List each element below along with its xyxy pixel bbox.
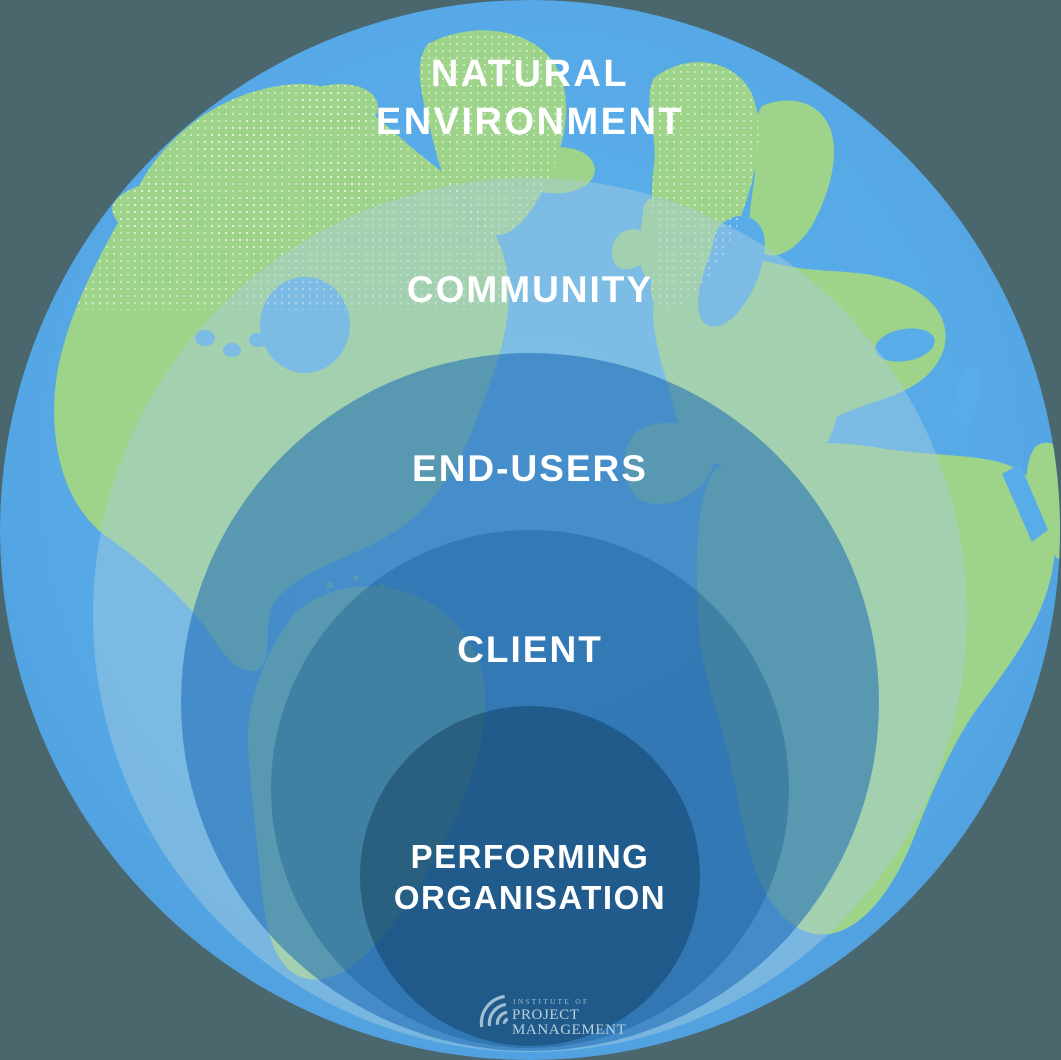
- label-performing-organisation-line2: ORGANISATION: [394, 879, 666, 916]
- label-natural-environment-line1: NATURAL: [431, 53, 629, 95]
- red-sea: [1002, 464, 1048, 542]
- logo-text-institute-of: INSTITUTE OF: [513, 997, 589, 1006]
- logo-text-project: PROJECT: [512, 1007, 580, 1023]
- continent-arabia: [1026, 442, 1060, 560]
- great-lake: [274, 350, 290, 362]
- label-end-users: END-USERS: [412, 448, 648, 489]
- great-lake: [223, 343, 241, 357]
- continent-finland: [749, 100, 835, 256]
- great-lake: [249, 333, 267, 347]
- label-client: CLIENT: [457, 629, 603, 670]
- logo-text-management: MANAGEMENT: [512, 1022, 626, 1038]
- ring-end-users: [181, 353, 879, 1051]
- label-natural-environment-line2: ENVIRONMENT: [376, 101, 684, 143]
- ring-performing-organisation: [360, 706, 700, 1046]
- black-sea: [875, 328, 935, 362]
- caspian-sea: [952, 366, 980, 434]
- logo-shell-icon: [479, 994, 509, 1028]
- label-performing-organisation-line1: PERFORMING: [411, 838, 650, 875]
- ring-client: [271, 530, 789, 1048]
- island-ireland: [612, 229, 650, 270]
- label-community: COMMUNITY: [407, 269, 653, 310]
- logo: INSTITUTE OF PROJECT MANAGEMENT: [479, 994, 626, 1038]
- great-lake: [195, 330, 215, 346]
